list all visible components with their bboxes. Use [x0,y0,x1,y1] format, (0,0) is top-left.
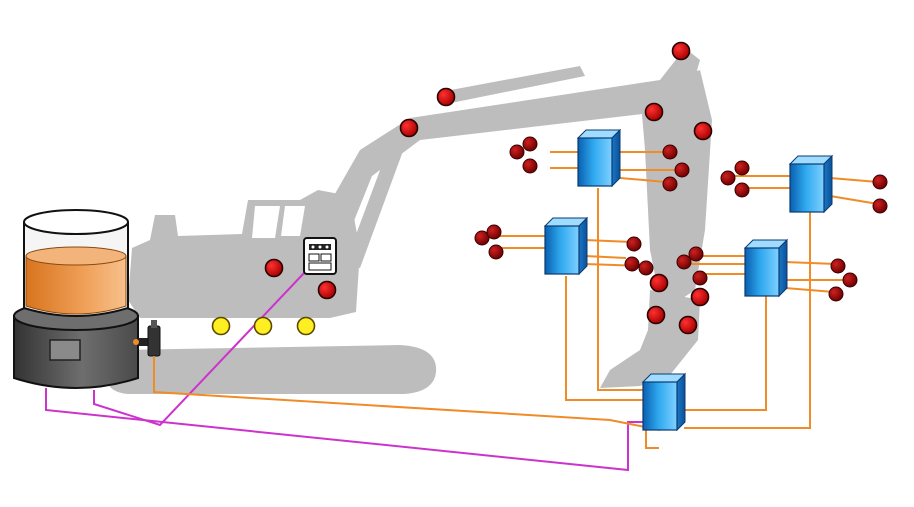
lube-point [264,258,284,278]
lube-point [317,280,337,300]
lube-point [649,273,669,293]
pump-label-plate [49,339,81,361]
excavator-track [105,345,437,394]
indicator-point [296,316,316,336]
distributor-block-1 [576,128,622,188]
fitting-point [626,236,642,252]
fitting-point [692,270,708,286]
fitting-point [828,286,844,302]
fitting-point [522,136,538,152]
fitting-point [830,258,846,274]
fitting-point [872,174,888,190]
excavator-bucket [600,290,700,388]
lube-point [644,102,664,122]
indicator-points [211,316,316,336]
lubrication-points [264,41,713,335]
control-lines [45,271,645,472]
fitting-point [638,260,654,276]
fitting-point [676,254,692,270]
lube-point [436,87,456,107]
lube-point [690,287,710,307]
fitting-point [662,176,678,192]
pump-outlet-fitting [138,338,148,346]
stick-cylinder [440,66,585,104]
fitting-point [842,272,858,288]
distributor-blocks [543,128,834,432]
lube-point [399,118,419,138]
fitting-point [872,198,888,214]
grease-pump-reservoir-icon [13,209,161,389]
fitting-point [662,144,678,160]
cab-window [252,206,280,238]
excavator-boom [300,48,700,268]
distributor-block-4 [743,238,789,298]
lube-point [678,315,698,335]
excavator-silhouette [105,48,712,394]
fitting-point [522,158,538,174]
lube-point [671,41,691,61]
lube-point [646,305,666,325]
fitting-point [486,224,502,240]
boom-cylinder [345,130,410,268]
distributor-block-3 [788,154,834,214]
distributor-block-2 [543,216,589,276]
fitting-clusters [474,136,888,302]
fitting-point [688,246,704,262]
fitting-point [674,162,690,178]
cab-window-2 [281,206,305,236]
fitting-point [734,160,750,176]
fitting-point [624,256,640,272]
control-unit-icon [303,237,337,275]
grease-lines [153,151,879,449]
fitting-point [734,182,750,198]
fitting-point [720,170,736,186]
lube-point [693,121,713,141]
indicator-point [253,316,273,336]
fitting-point [488,244,504,260]
fitting-point [509,144,525,160]
main-distributor-block [641,372,687,432]
fitting-point [474,230,490,246]
indicator-point [211,316,231,336]
